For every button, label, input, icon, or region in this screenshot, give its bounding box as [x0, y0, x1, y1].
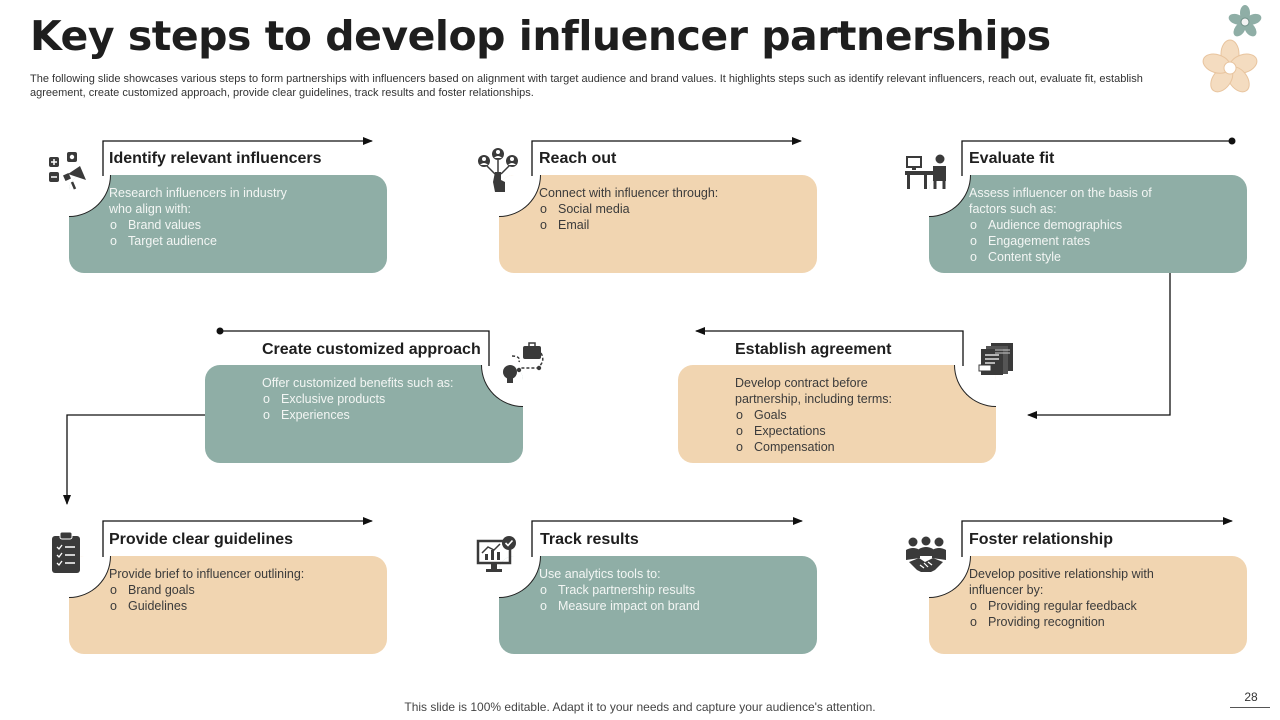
step-title: Track results: [540, 531, 639, 548]
intro-line: Develop positive relationship with: [969, 567, 1154, 581]
flower-decoration-icon: [1202, 5, 1262, 93]
step-title: Identify relevant influencers: [109, 150, 322, 167]
evaluator-desk-icon: [905, 154, 946, 189]
step-title: Reach out: [539, 150, 617, 167]
team-handshake-icon: [906, 536, 946, 572]
intro-line: Provide brief to influencer outlining:: [109, 567, 305, 581]
step-card-identify-influencers: Research influencers in industry who ali…: [69, 175, 387, 273]
page-number-underline: [1230, 707, 1270, 708]
intro-line: Assess influencer on the basis of: [969, 186, 1152, 200]
intro-line: influencer by:: [969, 583, 1044, 597]
intro-line: who align with:: [109, 202, 191, 216]
contract-documents-icon: [978, 343, 1013, 375]
step-title: Create customized approach: [262, 341, 481, 358]
clipboard-checklist-icon: [52, 531, 80, 573]
network-hand-icon: [478, 148, 518, 192]
step-body: Research influencers in industry who ali…: [109, 185, 379, 249]
intro-line: partnership, including terms:: [735, 392, 893, 406]
step-card-evaluate-fit: Assess influencer on the basis of factor…: [929, 175, 1247, 273]
briefcase-idea-icon: [503, 342, 544, 383]
step-title: Foster relationship: [969, 531, 1114, 548]
step-card-clear-guidelines: Provide brief to influencer outlining: o…: [69, 556, 387, 654]
intro-line: Connect with influencer through:: [539, 186, 719, 200]
intro-line: factors such as:: [969, 202, 1057, 216]
step-title: Establish agreement: [735, 341, 892, 358]
page-title: Key steps to develop influencer partners…: [30, 12, 1051, 60]
intro-line: Use analytics tools to:: [539, 567, 661, 581]
step-body: Develop contract before partnership, inc…: [735, 375, 950, 455]
intro-line: Research influencers in industry: [109, 186, 287, 200]
step-body: Assess influencer on the basis of factor…: [969, 185, 1239, 265]
step-body: Develop positive relationship with influ…: [969, 566, 1239, 630]
page-number: 28: [1244, 690, 1258, 704]
megaphone-social-icon: [49, 152, 86, 190]
step-card-establish-agreement: Develop contract before partnership, inc…: [678, 365, 996, 463]
step-body: Provide brief to influencer outlining: o…: [109, 566, 379, 614]
footer-note: This slide is 100% editable. Adapt it to…: [404, 700, 876, 714]
step-title: Evaluate fit: [969, 150, 1055, 167]
page-description: The following slide showcases various st…: [30, 73, 1143, 99]
intro-line: Develop contract before: [735, 376, 868, 390]
analytics-monitor-icon: [476, 536, 516, 572]
step-card-foster-relationship: Develop positive relationship with influ…: [929, 556, 1247, 654]
step-title: Provide clear guidelines: [109, 531, 294, 548]
intro-line: Offer customized benefits such as:: [262, 376, 454, 390]
